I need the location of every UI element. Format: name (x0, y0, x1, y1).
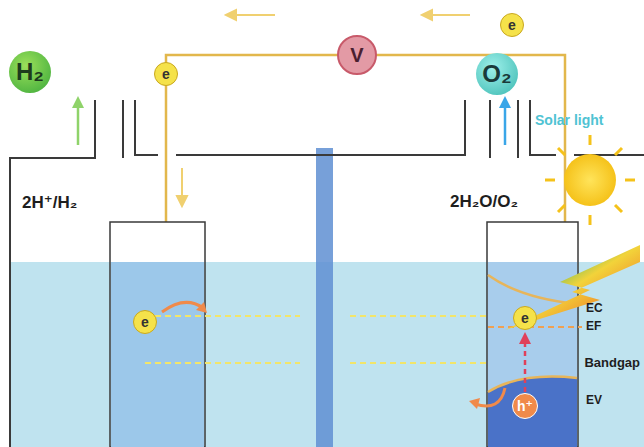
external-wire (166, 55, 565, 222)
valence-band (488, 377, 577, 392)
node-text: H₂ (16, 58, 44, 86)
text-label: EV (586, 393, 602, 407)
light-bolt (505, 245, 640, 330)
text-label: EF (586, 319, 601, 333)
circle-node: O₂ (476, 53, 518, 95)
circle-node: e (500, 13, 524, 37)
text-label: 2H₂O/O₂ (450, 192, 518, 212)
node-text: e (141, 314, 149, 330)
text-label: EC (586, 301, 603, 315)
circle-node: e (133, 310, 157, 334)
circle-node: V (337, 35, 377, 75)
text-label: Solar light (535, 112, 603, 128)
cell-outline (10, 100, 644, 447)
charge-transfer-arrows (162, 302, 505, 406)
photoanode-body (488, 262, 577, 447)
cathode-body (111, 262, 204, 447)
valence-band-fill (488, 377, 577, 447)
circle-node: H₂ (9, 51, 51, 93)
node-text: V (350, 44, 363, 67)
circle-node: h⁺ (512, 393, 538, 419)
circle-node: e (513, 306, 537, 330)
fermi-level (488, 326, 582, 328)
text-label: Bandgap (584, 355, 640, 370)
gas-arrows (72, 96, 511, 145)
circle-node: e (154, 62, 178, 86)
photoanode (487, 222, 578, 447)
sun (545, 135, 635, 225)
energy-levels (145, 316, 487, 363)
node-text: e (162, 66, 170, 82)
node-text: O₂ (482, 60, 511, 88)
excitation-head (519, 332, 531, 344)
node-text: h⁺ (517, 398, 533, 414)
conduction-band (488, 275, 577, 304)
membrane (316, 148, 333, 447)
node-text: e (508, 17, 516, 33)
cathode (110, 222, 205, 447)
node-text: e (521, 310, 529, 326)
excitation-arrow (524, 340, 527, 392)
text-label: 2H⁺/H₂ (22, 192, 77, 213)
electron-flow-arrows (177, 10, 470, 206)
